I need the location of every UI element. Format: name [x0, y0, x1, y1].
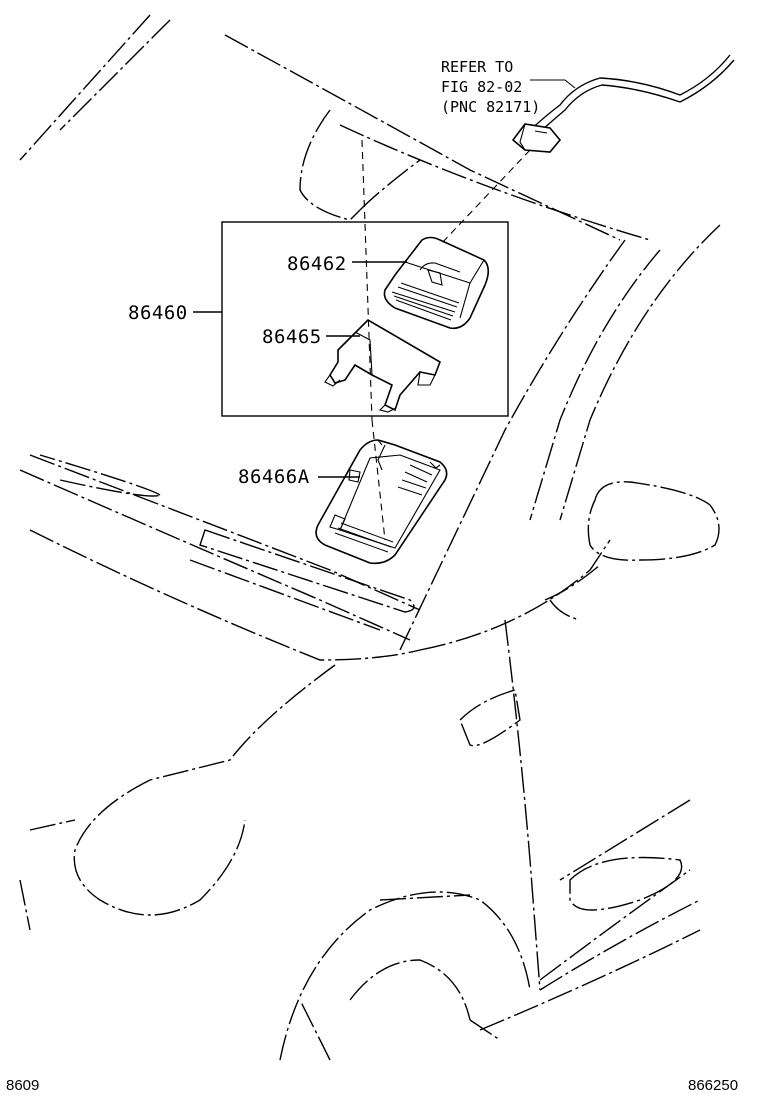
callout-bracket: 86465: [262, 326, 322, 348]
footer-left-code: 8609: [6, 1077, 39, 1094]
reference-note-line1: REFER TO: [441, 58, 513, 76]
wire-harness: [519, 54, 735, 147]
vehicle-outline: [19, 14, 721, 1061]
callout-housing: 86466A: [238, 466, 310, 488]
reference-note-line3: (PNC 82171): [441, 98, 540, 116]
bracket-part-86465: [324, 318, 441, 413]
housing-part-86466A: [315, 439, 448, 565]
assembly-guides: [361, 139, 531, 541]
connector-icon: [511, 123, 562, 153]
assembly-frame: [221, 221, 509, 417]
footer-right-code: 866250: [688, 1077, 738, 1094]
cover-part-86462: [383, 236, 490, 330]
reference-note-line2: FIG 82-02: [441, 78, 522, 96]
callout-cover: 86462: [287, 253, 347, 275]
callout-assembly: 86460: [128, 302, 188, 324]
